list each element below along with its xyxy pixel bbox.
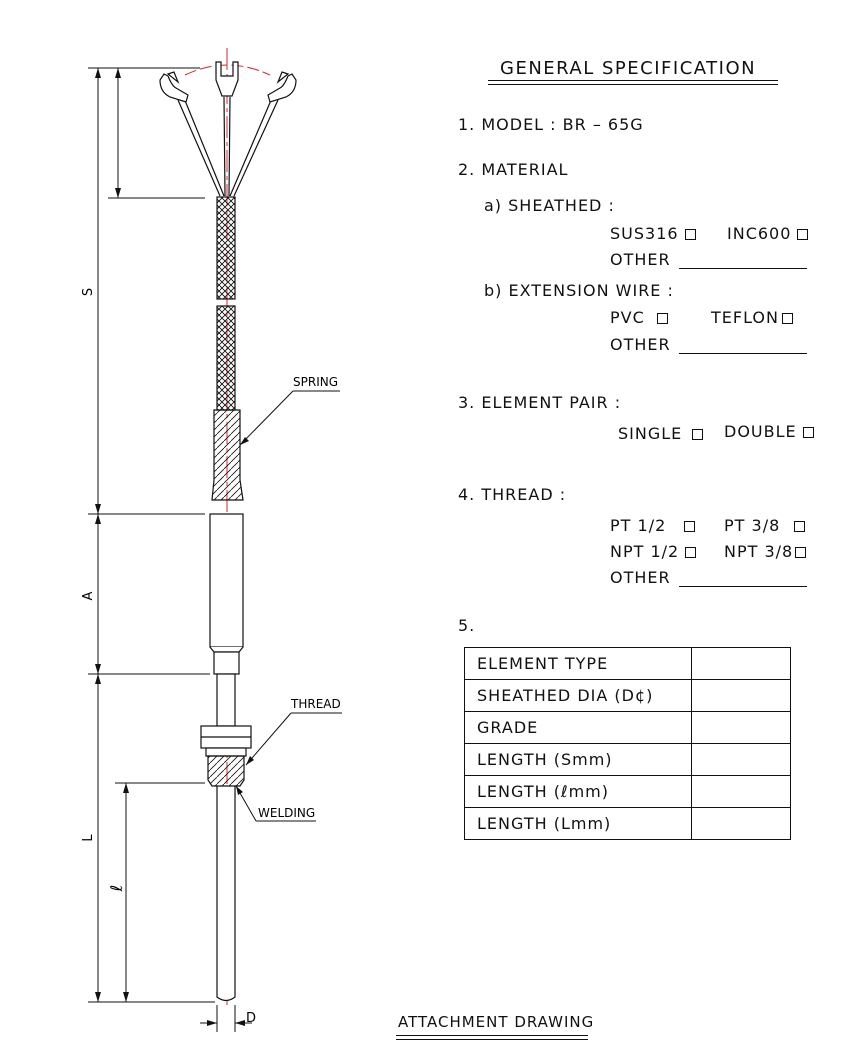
checkbox-double[interactable] — [802, 427, 814, 438]
other-wire-label: OTHER — [610, 335, 671, 354]
option-other-wire: OTHER — [610, 335, 807, 354]
table-cell-value[interactable] — [691, 647, 791, 680]
table-cell-label: LENGTH (ℓmm) — [464, 775, 692, 808]
body-tube — [209, 513, 244, 675]
thread-fitting — [200, 725, 252, 787]
table-row: GRADE — [464, 711, 791, 744]
checkbox-pvc[interactable] — [656, 313, 668, 324]
checkbox-teflon[interactable] — [782, 313, 793, 324]
model-line: 1. MODEL : BR – 65G — [458, 115, 644, 134]
callout-thread-label: THREAD — [290, 697, 341, 711]
spec-title: GENERAL SPECIFICATION — [500, 58, 757, 79]
other-thread-field[interactable] — [678, 572, 807, 587]
table-cell-value[interactable] — [691, 807, 791, 840]
option-pt38-label: PT 3/8 — [724, 516, 781, 535]
checkbox-inc600[interactable] — [797, 229, 809, 240]
table-row: LENGTH (Smm) — [464, 743, 791, 776]
attachment-drawing-label: ATTACHMENT DRAWING — [398, 1013, 595, 1031]
checkbox-npt12[interactable] — [685, 547, 697, 558]
checkbox-single[interactable] — [692, 429, 704, 440]
option-double-label: DOUBLE — [724, 422, 797, 441]
option-other-thread: OTHER — [610, 568, 807, 587]
table-cell-label: LENGTH (Smm) — [464, 743, 692, 776]
table-row: SHEATHED DIA (D¢) — [464, 679, 791, 712]
callout-thread: THREAD — [245, 697, 342, 766]
thread-heading: 4. THREAD : — [458, 485, 567, 504]
other-wire-field[interactable] — [678, 339, 807, 354]
table-cell-label: SHEATHED DIA (D¢) — [464, 679, 692, 712]
element-pair-heading: 3. ELEMENT PAIR : — [458, 393, 622, 412]
option-single: SINGLE — [618, 424, 704, 443]
spade-terminal-right — [267, 71, 297, 103]
option-pvc-label: PVC — [610, 308, 645, 327]
dimension-arrows — [95, 68, 245, 1026]
checkbox-npt38[interactable] — [795, 547, 807, 558]
extension-wires — [177, 96, 279, 197]
footer-underline-2 — [396, 1039, 588, 1040]
table-cell-value[interactable] — [691, 775, 791, 808]
other-thread-label: OTHER — [610, 568, 671, 587]
callout-spring: SPRING — [239, 375, 340, 446]
spade-terminal-center — [215, 61, 239, 97]
spring — [211, 409, 244, 501]
option-double: DOUBLE — [724, 422, 814, 441]
callout-spring-label: SPRING — [293, 375, 338, 389]
option-npt38-label: NPT 3/8 — [724, 542, 794, 561]
table-row: LENGTH (Lmm) — [464, 807, 791, 840]
option-inc600-label: INC600 — [727, 224, 792, 243]
table-cell-label: GRADE — [464, 711, 692, 744]
dim-label-a: A — [81, 591, 96, 600]
dim-label-d: D — [246, 1011, 256, 1026]
option-npt12-label: NPT 1/2 — [610, 542, 680, 561]
extension-wire-heading: b) EXTENSION WIRE : — [484, 281, 674, 300]
option-pvc: PVC — [610, 308, 668, 327]
option-sus316: SUS316 — [610, 224, 696, 243]
checkbox-pt38[interactable] — [794, 521, 806, 532]
option-pt12-label: PT 1/2 — [610, 516, 667, 535]
title-underline — [488, 80, 778, 81]
table-cell-label: ELEMENT TYPE — [464, 647, 692, 680]
sheathed-heading: a) SHEATHED : — [484, 196, 615, 215]
table-cell-value[interactable] — [691, 711, 791, 744]
footer-underline — [396, 1035, 588, 1036]
option-inc600: INC600 — [727, 224, 809, 243]
braided-sheath — [216, 196, 236, 411]
other-sheathed-label: OTHER — [610, 250, 671, 269]
checkbox-sus316[interactable] — [684, 229, 696, 240]
option-npt38: NPT 3/8 — [724, 542, 807, 561]
other-sheathed-field[interactable] — [678, 254, 807, 269]
option-pt12: PT 1/2 — [610, 516, 696, 535]
title-underline-2 — [488, 84, 778, 85]
table-cell-label: LENGTH (Lmm) — [464, 807, 692, 840]
option-single-label: SINGLE — [618, 424, 683, 443]
callout-welding: WELDING — [235, 785, 316, 822]
dim-label-l-small: ℓ — [107, 885, 126, 893]
thermocouple-drawing: S A L ℓ D SPRING THREAD WELDING — [81, 48, 342, 1032]
item5-heading: 5. — [458, 616, 476, 635]
table-cell-value[interactable] — [691, 743, 791, 776]
option-npt12: NPT 1/2 — [610, 542, 697, 561]
dim-label-l: L — [81, 834, 96, 842]
spade-terminal-left — [159, 71, 189, 103]
option-teflon-label: TEFLON — [711, 308, 779, 327]
option-sus316-label: SUS316 — [610, 224, 679, 243]
material-heading: 2. MATERIAL — [458, 160, 569, 179]
checkbox-pt12[interactable] — [684, 521, 696, 532]
dim-label-s: S — [81, 288, 96, 296]
table-cell-value[interactable] — [691, 679, 791, 712]
option-other-sheathed: OTHER — [610, 250, 807, 269]
spec-table: ELEMENT TYPE SHEATHED DIA (D¢) GRADE LEN… — [464, 647, 791, 840]
table-row: ELEMENT TYPE — [464, 647, 791, 680]
table-row: LENGTH (ℓmm) — [464, 775, 791, 808]
option-pt38: PT 3/8 — [724, 516, 806, 535]
option-teflon: TEFLON — [711, 308, 793, 327]
sheath-tube — [216, 673, 236, 1002]
callout-welding-label: WELDING — [258, 806, 315, 820]
dimension-lines — [88, 67, 252, 1032]
